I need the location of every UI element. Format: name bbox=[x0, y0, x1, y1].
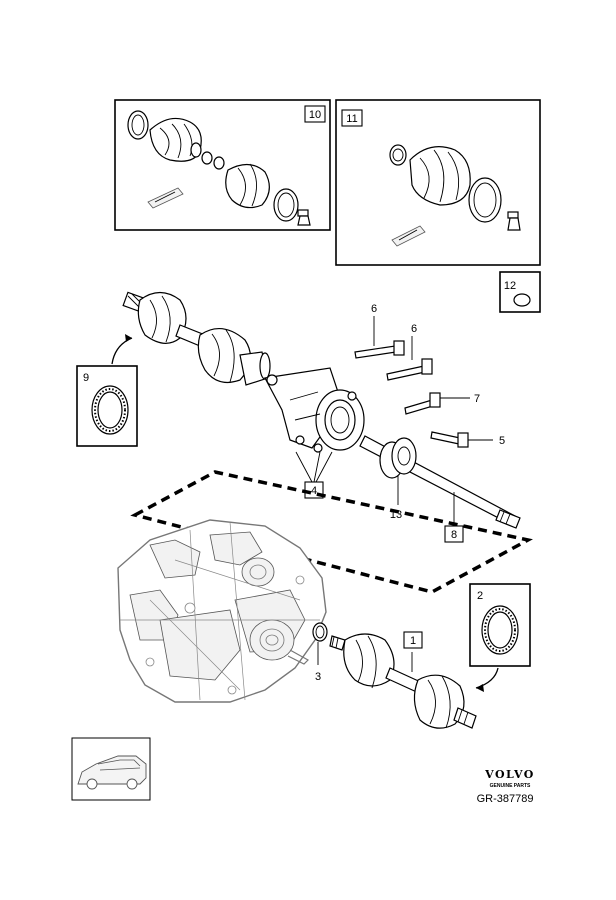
callout-1: 1 bbox=[410, 635, 416, 647]
callout-12: 12 bbox=[504, 280, 516, 292]
callout-3: 3 bbox=[315, 671, 321, 683]
intermediate-shaft bbox=[359, 435, 521, 529]
bearing-bracket bbox=[264, 367, 365, 453]
brand-logo-subtext: GENUINE PARTS bbox=[490, 783, 531, 789]
callout-2: 2 bbox=[477, 590, 483, 602]
dashed-envelope bbox=[130, 470, 533, 594]
callout-9: 9 bbox=[83, 372, 89, 384]
kit-box-2: 2 bbox=[469, 583, 531, 692]
kit-box-12: 12 bbox=[499, 271, 541, 313]
reference-number: GR-387789 bbox=[477, 793, 534, 805]
kit-box-9: 9 bbox=[76, 334, 138, 447]
upper-driveshaft bbox=[122, 291, 271, 386]
kit-box-10: 10 bbox=[114, 99, 331, 231]
callout-5: 5 bbox=[499, 435, 505, 447]
callout-10: 10 bbox=[309, 109, 321, 121]
bolts bbox=[354, 340, 469, 448]
callout-6a: 6 bbox=[371, 303, 377, 315]
callout-7: 7 bbox=[474, 393, 480, 405]
callout-8: 8 bbox=[451, 529, 457, 541]
kit-box-11: 11 bbox=[335, 99, 541, 266]
callout-6b: 6 bbox=[411, 323, 417, 335]
callout-4: 4 bbox=[311, 485, 317, 497]
seal-3: 3 bbox=[312, 622, 328, 683]
callout-11: 11 bbox=[346, 113, 357, 125]
volvo-logo-icon: VOLVO GENUINE PARTS bbox=[484, 768, 535, 789]
brand-logo-text: VOLVO bbox=[484, 768, 535, 781]
transmission-housing bbox=[117, 519, 327, 703]
car-silhouette-icon bbox=[71, 737, 151, 801]
leader-lines-upper bbox=[295, 316, 493, 526]
lower-driveshaft: 1 bbox=[329, 631, 477, 729]
